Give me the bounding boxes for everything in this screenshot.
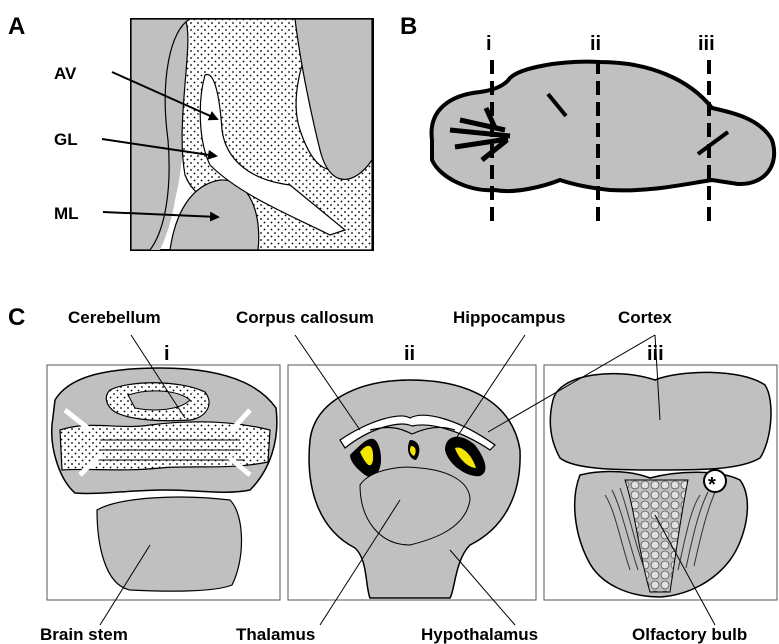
section-label-iii: iii (698, 33, 715, 55)
cerebellum-label: Cerebellum (68, 308, 161, 327)
sagittal-brain-outline (432, 62, 775, 191)
cortex-label: Cortex (618, 308, 672, 327)
section-c-label-i: i (164, 343, 170, 365)
hypothalamus-label: Hypothalamus (421, 625, 538, 644)
asterisk-mark: * (708, 474, 716, 496)
panel-b: B i ii iii (400, 13, 774, 224)
section-i-cerebellum (47, 365, 280, 600)
panel-c-letter: C (8, 304, 25, 331)
section-label-ii: ii (590, 33, 601, 55)
brain-stem-label: Brain stem (40, 625, 128, 644)
panel-a-letter: A (8, 13, 25, 40)
panel-c: C Cerebellum Corpus callosum Hippocampus… (8, 304, 777, 644)
section-ii-forebrain (288, 365, 536, 600)
brain-stem-shape (97, 497, 242, 591)
panel-b-letter: B (400, 13, 417, 40)
gl-label: GL (54, 130, 78, 149)
section-c-label-ii: ii (404, 343, 415, 365)
hippocampus-label: Hippocampus (453, 308, 565, 327)
olfactory-bulb-label: Olfactory bulb (632, 625, 747, 644)
section-iii-olfactory: * (544, 365, 777, 600)
corpus-callosum-label: Corpus callosum (236, 308, 374, 327)
ml-label: ML (54, 204, 79, 223)
thalamus-label: Thalamus (236, 625, 315, 644)
av-label: AV (54, 64, 77, 83)
panel-a: A AV GL ML (8, 13, 373, 250)
section-label-i: i (486, 33, 492, 55)
